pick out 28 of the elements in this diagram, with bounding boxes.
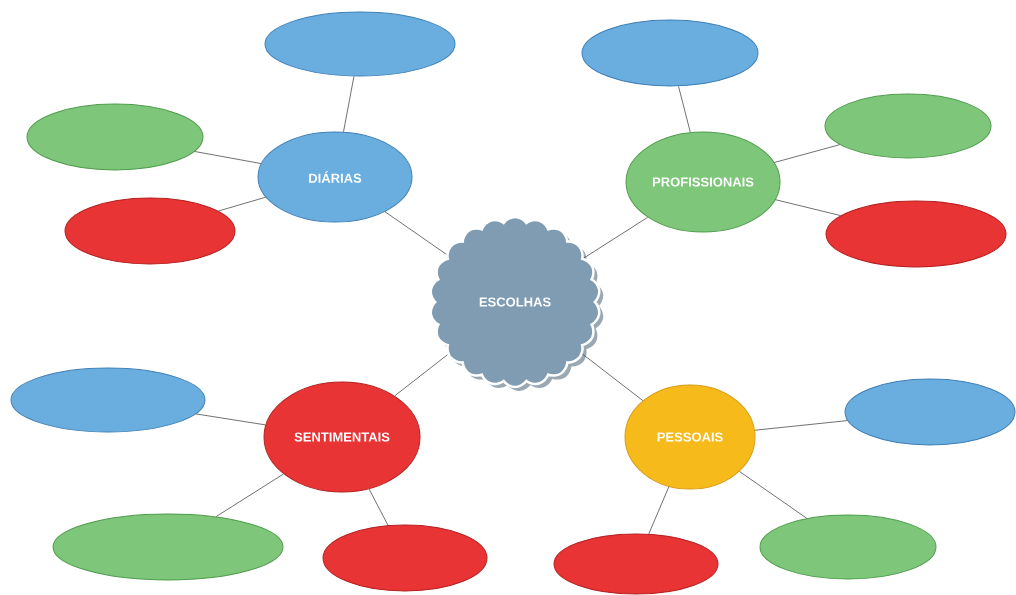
empty-ellipse — [26, 103, 204, 171]
empty-ellipse — [64, 197, 236, 265]
connector-line — [218, 196, 266, 212]
connector-line — [194, 151, 262, 164]
connector-line — [678, 85, 691, 133]
empty-ellipse — [825, 200, 1007, 268]
connector-line — [583, 216, 649, 259]
empty-ellipse — [10, 367, 206, 433]
empty-ellipse — [553, 533, 719, 595]
connector-line — [739, 471, 808, 519]
connector-line — [754, 420, 848, 431]
connector-line — [648, 486, 670, 535]
connector-line — [394, 354, 448, 397]
empty-ellipse — [264, 11, 456, 77]
empty-ellipse — [581, 19, 759, 87]
connector-line — [582, 353, 644, 401]
empty-ellipse — [844, 378, 1016, 446]
connector-line — [343, 76, 355, 133]
empty-ellipse — [759, 514, 937, 580]
connector-line — [195, 413, 266, 426]
connector-line — [775, 199, 841, 216]
empty-ellipse — [52, 513, 284, 581]
connector-line — [774, 144, 841, 163]
empty-ellipse — [824, 93, 992, 159]
connector-line — [384, 211, 447, 255]
connector-line — [215, 473, 284, 517]
empty-ellipse — [322, 524, 488, 592]
connector-line — [368, 488, 389, 526]
